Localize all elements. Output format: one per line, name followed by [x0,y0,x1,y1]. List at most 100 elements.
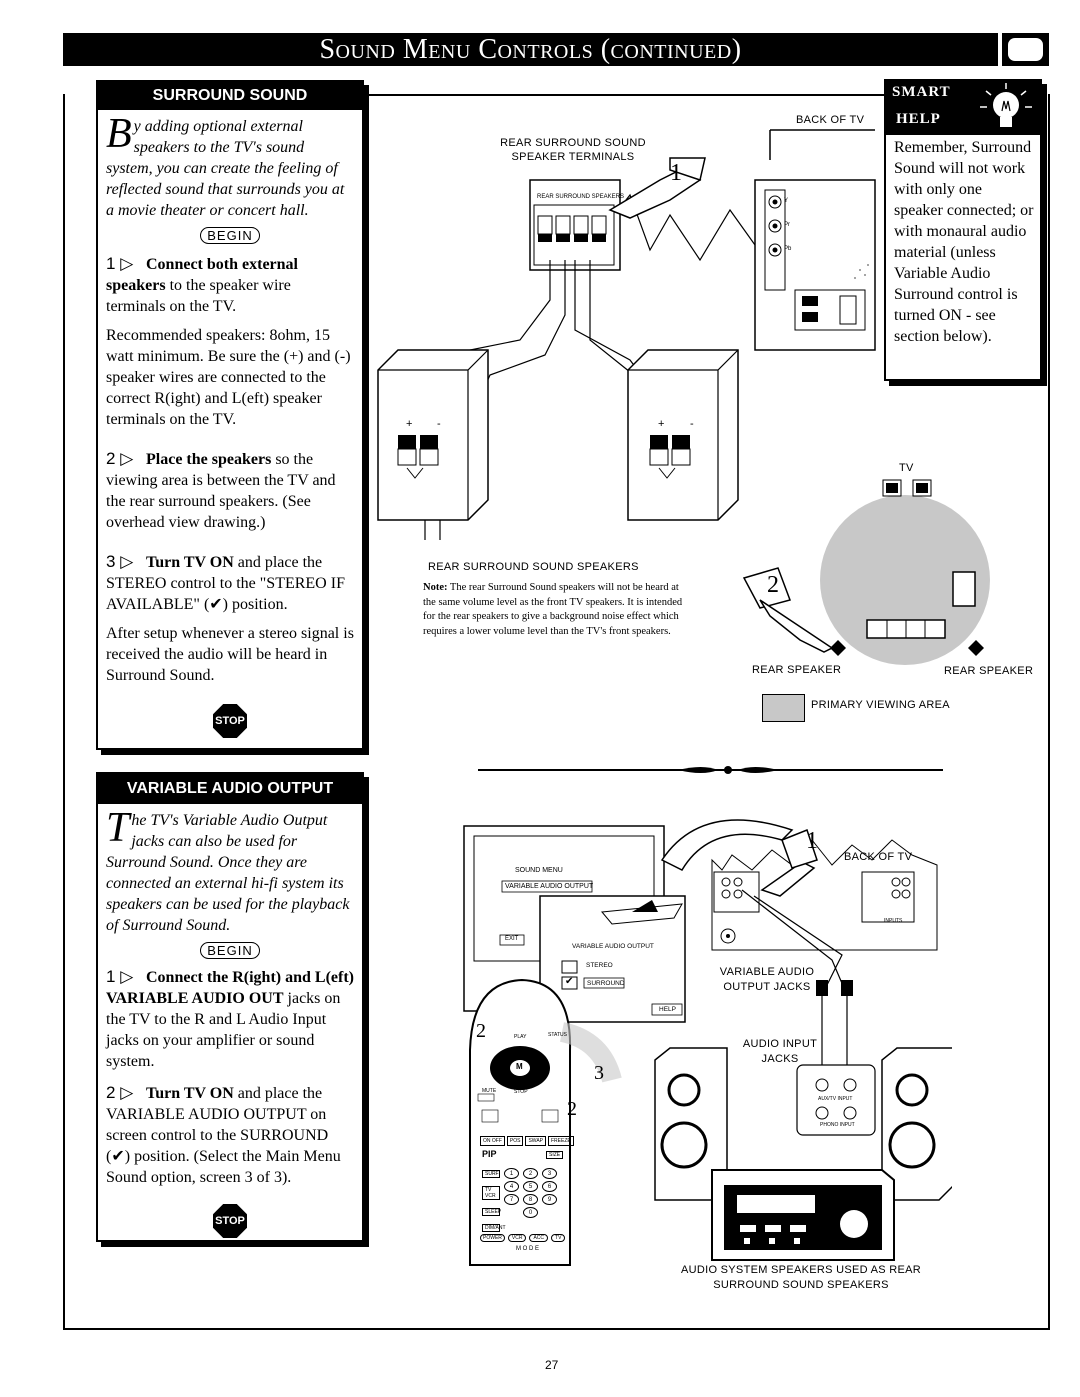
surround-connection-diagram [377,129,876,540]
tv-icon [1002,33,1049,66]
remote-side-keys: SURF TV VCR SLEEP DIM/ANT [482,1170,506,1232]
option-stereo[interactable]: STEREO [586,962,613,969]
remote-play-label: PLAY [514,1034,527,1040]
callout-v3: 3 [594,1062,604,1084]
remote-mode-label: M O D E [516,1246,540,1252]
back-of-tv-label: BACK OF TV [796,114,865,126]
rear-speaker-right-label: REAR SPEAKER [944,665,1034,677]
jack-pr-label: Pr [784,222,790,228]
remote-key-8[interactable]: 8 [523,1194,538,1205]
step-arrow-icon: 1 ▷ [106,967,134,986]
inputs-label: INPUTS [884,918,903,924]
remote-key-pos[interactable]: POS [506,1136,524,1146]
remote-stop-label: STOP [514,1089,528,1095]
remote-key-0[interactable]: 0 [523,1207,538,1218]
surround-step-3-note: After setup whenever a stereo signal is … [106,625,354,684]
jack-pb-label: Pb [784,246,792,252]
remote-pip-logo: PIP [482,1149,497,1159]
speakers-caption: REAR SURROUND SOUND SPEAKERS [428,561,639,573]
remote-key-dimant[interactable]: DIM/ANT [482,1224,506,1232]
plus-label-left: + [406,418,413,430]
remote-key-onoff[interactable]: ON OFF [480,1136,505,1146]
smart-help-panel: SMART HELP Remember, Surround Sound will… [884,79,1042,381]
callout-v2: 2 [476,1020,486,1042]
remote-key-freeze[interactable]: FREEZE [548,1136,574,1146]
smart-help-text: Remember, Surround Sound will not work w… [894,139,1034,345]
variable-heading: VARIABLE AUDIO OUTPUT [98,774,362,804]
page-number: 27 [545,1358,559,1372]
remote-key-size[interactable]: SIZE [546,1151,564,1159]
remote-key-sleep[interactable]: SLEEP [482,1208,501,1216]
variable-audio-diagram [463,819,952,1266]
remote-key-3[interactable]: 3 [542,1168,557,1179]
surround-step-2: 2 ▷Place the speakers so the viewing are… [106,449,336,531]
remote-key-1[interactable]: 1 [504,1168,519,1179]
remote-key-7[interactable]: 7 [504,1194,519,1205]
remote-key-surf[interactable]: SURF [482,1170,500,1178]
checkmark-icon: ✔ [565,976,574,987]
remote-key-vcr[interactable]: VCR [507,1234,527,1242]
stop-sign-icon: STOP [213,1204,247,1238]
callout-v2b: 2 [567,1098,577,1120]
remote-key-tvvcr[interactable]: TV VCR [482,1186,500,1200]
variable-step-2: 2 ▷Turn TV ON and place the VARIABLE AUD… [106,1083,341,1186]
speakers-note: Note: The rear Surround Sound speakers w… [423,582,683,637]
aux-input-label: AUX/TV INPUT [818,1096,853,1102]
stop-sign-icon: STOP [213,704,247,738]
menu-item-variable[interactable]: VARIABLE AUDIO OUTPUT [505,883,594,890]
remote-key-5[interactable]: 5 [523,1181,538,1192]
minus-label-left: - [437,418,441,430]
section-divider [478,766,943,774]
smart-help-header: SMART HELP [886,81,1040,135]
remote-key-power[interactable]: POWER [480,1234,505,1242]
var-jacks-label: VARIABLE AUDIO OUTPUT JACKS [719,966,815,993]
variable-step-1: 1 ▷Connect the R(ight) and L(eft) VARIAB… [106,967,354,1070]
audio-system-caption: AUDIO SYSTEM SPEAKERS USED AS REAR SURRO… [680,1264,922,1291]
page-title: Sound Menu Controls (continued) [63,33,998,66]
back-of-tv-label-2: BACK OF TV [844,851,913,863]
remote-mute-label: MUTE [482,1088,497,1094]
rear-terminals-label: REAR SURROUND SOUND SPEAKER TERMINALS [500,137,646,163]
option-surround[interactable]: SURROUND [587,980,625,987]
lightbulb-icon [980,83,1032,127]
surround-heading: SURROUND SOUND [98,82,362,110]
phono-input-label: PHONO INPUT [820,1122,855,1128]
remote-key-swap[interactable]: SWAP [525,1136,546,1146]
submenu-title: VARIABLE AUDIO OUTPUT [572,943,654,950]
surround-step-3: 3 ▷Turn TV ON and place the STEREO contr… [106,552,345,613]
overhead-view-diagram [742,479,990,665]
remote-key-acc[interactable]: ACC [529,1234,549,1242]
remote-key-4[interactable]: 4 [504,1181,519,1192]
menu-exit-button[interactable]: EXIT [505,936,519,942]
menu-help-button[interactable]: HELP [659,1006,676,1013]
remote-bottom-row: POWER VCR ACC TV [480,1234,566,1242]
remote-key-6[interactable]: 6 [542,1181,557,1192]
step-arrow-icon: 1 ▷ [106,254,134,273]
remote-key-tv[interactable]: TV [551,1234,566,1242]
minus-label-right: - [690,418,694,430]
remote-number-pad: 1 2 3 4 5 6 7 8 9 0 [504,1168,562,1218]
begin-badge: BEGIN [200,227,260,244]
terminal-block-label: REAR SURROUND SPEAKERS [537,194,625,200]
remote-status-label: STATUS [548,1032,567,1038]
callout-1: 1 [670,160,682,186]
audio-input-label: AUDIO INPUT JACKS [742,1038,818,1065]
remote-menu-button[interactable]: M [516,1062,523,1071]
plus-label-right: + [658,418,665,430]
remote-key-2[interactable]: 2 [523,1168,538,1179]
primary-area-legend: PRIMARY VIEWING AREA [811,699,950,711]
callout-v1: 1 [806,828,818,854]
remote-key-9[interactable]: 9 [542,1194,557,1205]
step-arrow-icon: 2 ▷ [106,449,134,468]
overhead-tv-label: TV [899,462,914,474]
rear-speaker-left-label: REAR SPEAKER [752,664,842,676]
step-arrow-icon: 2 ▷ [106,1083,134,1102]
surround-step-1: 1 ▷Connect both external speakers to the… [106,254,298,315]
remote-top-row: ON OFF POS SWAP FREEZE [480,1136,574,1146]
callout-2: 2 [767,572,779,598]
surround-step-1-note: Recommended speakers: 8ohm, 15 watt mini… [106,327,351,428]
begin-badge: BEGIN [200,942,260,959]
